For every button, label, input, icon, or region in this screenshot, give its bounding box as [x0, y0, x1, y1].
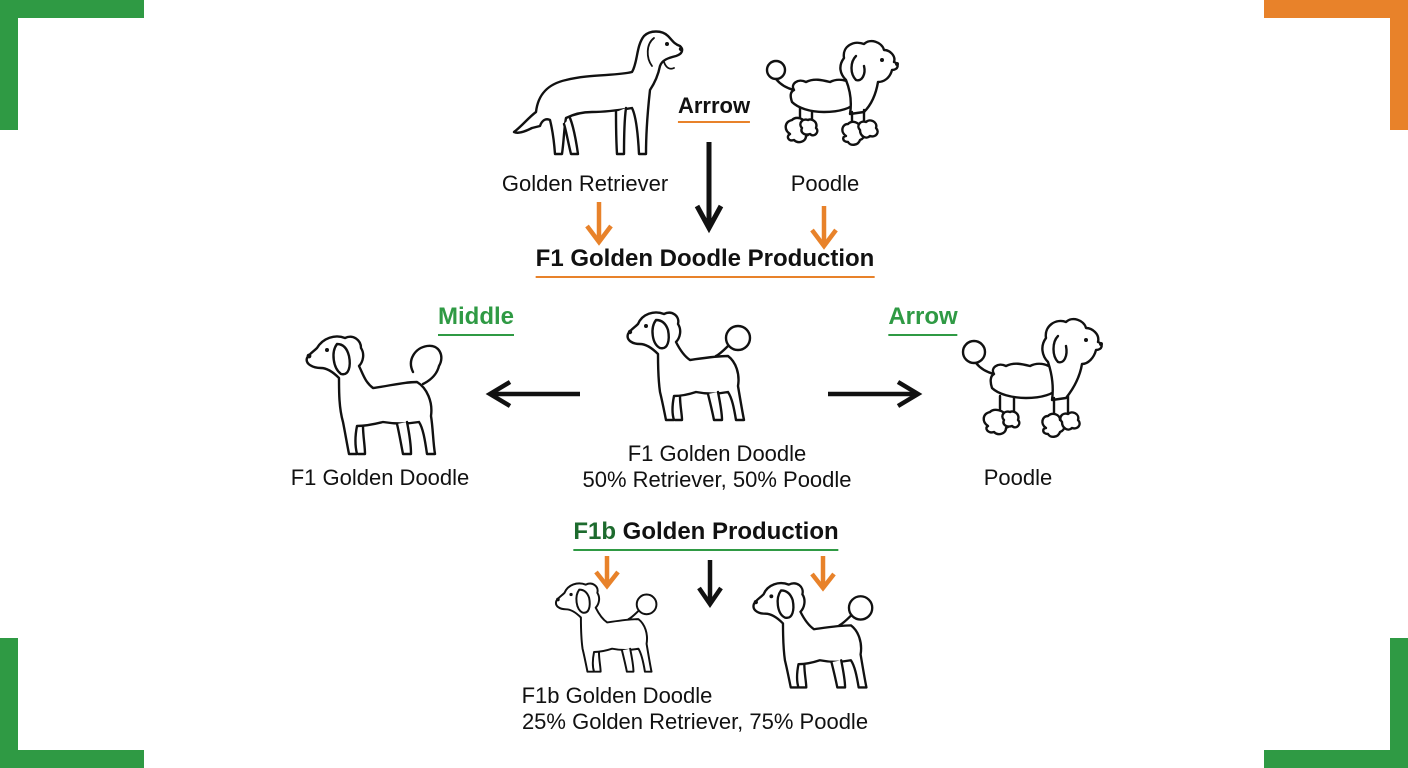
- label-arrow-right: Arrow: [888, 304, 958, 336]
- label-poodle-top: Poodle: [790, 171, 860, 196]
- label-f1b-line2: 25% Golden Retriever, 75% Poodle: [521, 709, 869, 734]
- corner-bracket-bottom-left: [0, 638, 144, 768]
- label-middle: Middle: [438, 304, 514, 336]
- f1b-prefix: F1b: [573, 518, 617, 545]
- heading-f1b-production: F1b Golden Production: [573, 518, 839, 551]
- corner-bracket-top-right: [1264, 0, 1408, 130]
- poodle-dog-icon: [961, 317, 1103, 438]
- heading-f1-production: F1 Golden Doodle Production: [535, 246, 875, 278]
- doodle-dog-icon: [554, 582, 658, 673]
- arrow-down-icon: [810, 206, 838, 250]
- label-arrow-top: Arrrow: [677, 93, 751, 123]
- arrow-down-icon: [810, 556, 836, 592]
- arrow-down-icon: [594, 556, 620, 590]
- corner-bracket-bottom-right: [1264, 638, 1408, 768]
- label-f1-left: F1 Golden Doodle: [290, 465, 470, 490]
- label-f1b-line1: F1b Golden Doodle: [521, 683, 713, 708]
- golden-retriever-dog-icon: [512, 30, 684, 156]
- label-poodle-right: Poodle: [983, 465, 1053, 490]
- f1b-production-text: Golden Production: [616, 518, 839, 545]
- poodle-dog-icon: [765, 39, 899, 146]
- arrow-down-icon: [694, 142, 724, 234]
- arrow-right-icon: [828, 380, 923, 408]
- arrow-left-icon: [485, 380, 580, 408]
- doodle-dog-icon: [305, 335, 443, 456]
- label-f1-center-line1: F1 Golden Doodle: [627, 441, 807, 466]
- corner-bracket-top-left: [0, 0, 144, 130]
- label-golden-retriever: Golden Retriever: [501, 171, 669, 196]
- doodle-dog-icon: [752, 581, 874, 689]
- arrow-down-icon: [697, 560, 723, 608]
- arrow-down-icon: [585, 202, 613, 246]
- doodle-dog-icon: [626, 311, 752, 422]
- label-f1-center-line2: 50% Retriever, 50% Poodle: [582, 467, 852, 492]
